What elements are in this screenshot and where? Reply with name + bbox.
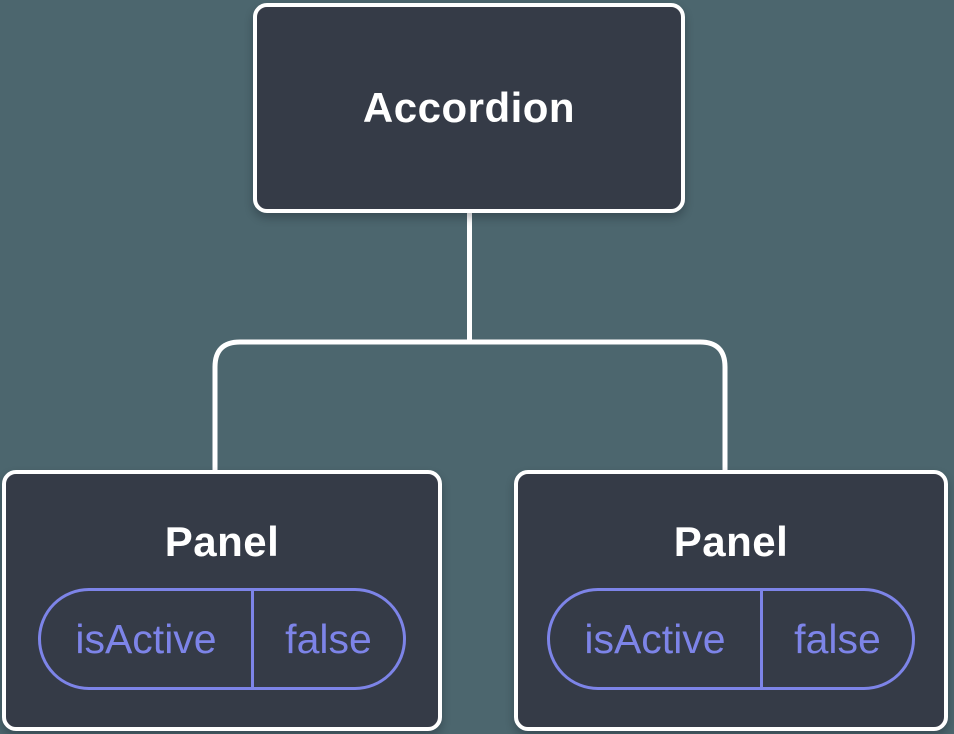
root-node-accordion: Accordion (253, 3, 685, 213)
state-value-label: false (285, 615, 372, 662)
panel-node-label: Panel (673, 518, 789, 565)
panel-node-right: Panel isActive false (514, 470, 948, 731)
root-node-label: Accordion (362, 84, 576, 131)
panel-node-label: Panel (164, 518, 280, 565)
state-key-cell: isActive (41, 591, 254, 687)
state-key-label: isActive (584, 615, 726, 662)
state-value-cell: false (254, 591, 403, 687)
state-key-label: isActive (75, 615, 217, 662)
tree-branch-line (212, 339, 728, 471)
state-pill: isActive false (547, 588, 915, 690)
state-value-cell: false (763, 591, 912, 687)
state-value-label: false (794, 615, 881, 662)
panel-node-left: Panel isActive false (2, 470, 442, 731)
state-pill: isActive false (38, 588, 406, 690)
state-key-cell: isActive (550, 591, 763, 687)
